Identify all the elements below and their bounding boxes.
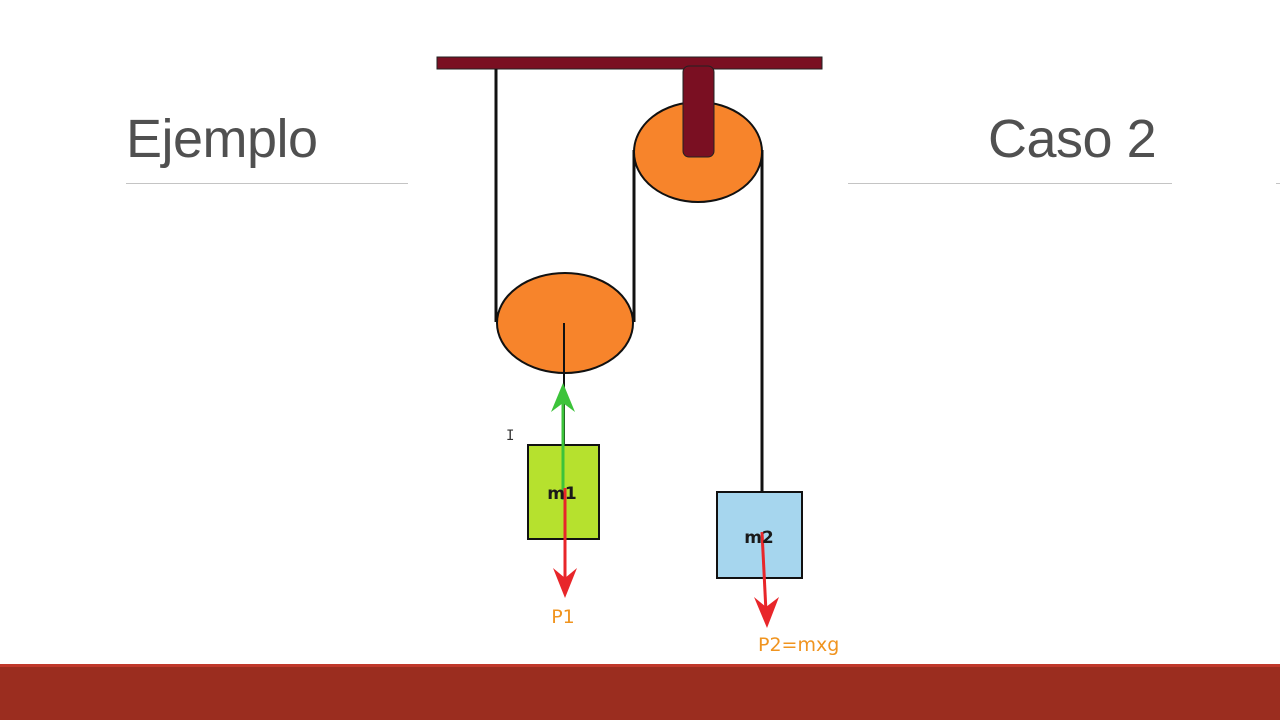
- footer-bar: [0, 664, 1280, 720]
- text-cursor-icon: I: [506, 428, 515, 444]
- subtitle-underline: [848, 183, 1172, 184]
- p1-label: P1: [551, 606, 575, 628]
- edge-rule-stub: [1276, 183, 1280, 184]
- tension-arrow-head: [551, 383, 575, 412]
- block-m1-label: m1: [547, 484, 577, 504]
- p1-arrow-head: [553, 568, 577, 598]
- block-m2-label: m2: [744, 528, 774, 548]
- pulley-mount: [682, 65, 715, 158]
- p2-arrow-shaft: [760, 531, 768, 613]
- slide-title: Ejemplo: [126, 109, 318, 169]
- title-underline: [126, 183, 408, 184]
- p2-label: P2=mxg: [758, 634, 839, 656]
- slide-subtitle: Caso 2: [988, 109, 1157, 169]
- ceiling-beam: [436, 56, 823, 70]
- p2-arrow-head: [754, 597, 779, 628]
- block-m2: [716, 491, 803, 579]
